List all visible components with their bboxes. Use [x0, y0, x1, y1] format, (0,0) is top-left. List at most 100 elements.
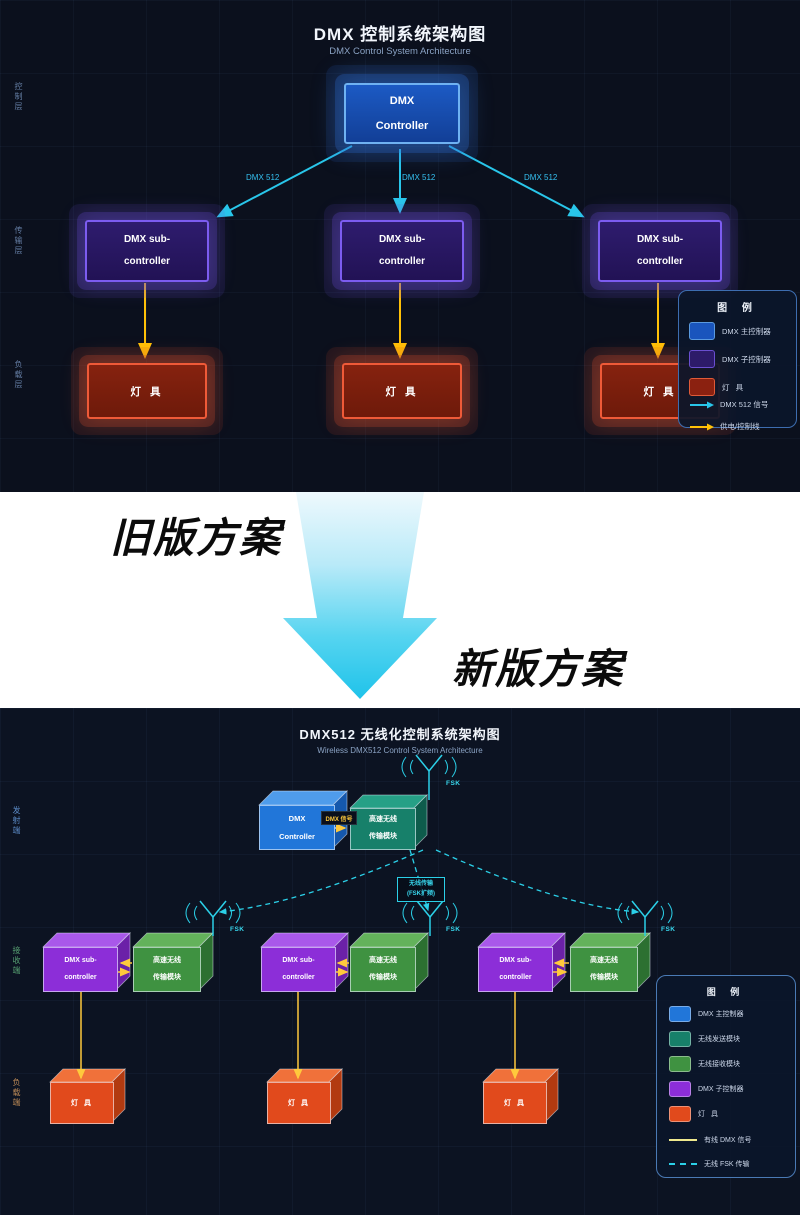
- dmx-controller-node: DMX Controller: [344, 83, 460, 144]
- legend-item: 灯 具: [689, 378, 796, 396]
- dmx512-link-right: [448, 145, 585, 218]
- dmx-controller-line2: Controller: [375, 119, 429, 132]
- module-line1: 高速无线: [590, 956, 618, 964]
- sub-line2: controller: [282, 973, 315, 981]
- swatch-dmx-master: [669, 1006, 691, 1022]
- legend-item: DMX 512 信号: [689, 399, 796, 410]
- sub-controller-3d-node-1: DMX sub- controller: [43, 947, 118, 992]
- fixture-label: 灯 具: [71, 1100, 93, 1107]
- fixture-label: 灯 具: [504, 1100, 526, 1107]
- new-version-label: 新版方案: [452, 646, 624, 692]
- cyan-dashed-icon: [669, 1163, 697, 1165]
- swatch-dmx-sub: [669, 1081, 691, 1097]
- fixture-node-2: 灯 具: [342, 363, 462, 419]
- fixture-label: 灯 具: [130, 385, 164, 398]
- big-down-arrow: [283, 492, 437, 699]
- old-diagram-title: DMX 控制系统架构图: [313, 25, 487, 44]
- legend-label: 灯 具: [698, 1111, 720, 1118]
- new-diagram-subtitle: Wireless DMX512 Control System Architect…: [317, 746, 483, 755]
- new-legend: 图 例 DMX 主控制器 无线发送模块 无线接收模块 DMX 子控制器 灯 具: [656, 975, 796, 1178]
- fsk-label-middle: FSK: [446, 926, 461, 933]
- legend-item: 供电/控制线: [689, 421, 796, 432]
- sub-line1: DMX sub-: [64, 956, 97, 964]
- antenna-icon-top: [401, 754, 457, 800]
- wireless-label-line2: (FSK扩频): [407, 890, 435, 897]
- legend-label: DMX 子控制器: [698, 1086, 744, 1093]
- module-line2: 传输模块: [369, 833, 397, 840]
- sub-controller-node-3: DMX sub- controller: [598, 220, 722, 282]
- legend-item: 无线发送模块: [669, 1031, 795, 1047]
- sub-controller-node-2: DMX sub- controller: [340, 220, 464, 282]
- swatch-wireless-tx: [669, 1031, 691, 1047]
- module-line1: 高速无线: [369, 816, 397, 824]
- sub-controller-line2: controller: [378, 256, 426, 267]
- sub-controller-line1: DMX sub-: [378, 234, 426, 245]
- legend-label: 有线 DMX 信号: [704, 1137, 752, 1144]
- dmx-signal-text: DMX 信号: [325, 816, 353, 823]
- legend-label: DMX 512 信号: [720, 400, 769, 409]
- sub-controller-3d-node-3: DMX sub- controller: [478, 947, 553, 992]
- legend-label: DMX 子控制器: [722, 354, 771, 364]
- legend-label: 供电/控制线: [720, 422, 760, 431]
- swatch-fixture: [689, 378, 715, 396]
- wireless-label-line1: 无线传输: [408, 880, 433, 887]
- wireless-tx-module-node: 高速无线 传输模块: [350, 808, 416, 850]
- legend-item: DMX 子控制器: [669, 1081, 795, 1097]
- layer-label-transmission: 传输层: [14, 226, 23, 256]
- legend-label: DMX 主控制器: [722, 326, 771, 336]
- sub-controller-node-1: DMX sub- controller: [85, 220, 209, 282]
- sub-controller-line1: DMX sub-: [123, 234, 171, 245]
- module-line2: 传输模块: [369, 973, 397, 981]
- legend-label: DMX 主控制器: [698, 1011, 744, 1018]
- old-legend: 图 例 DMX 主控制器 DMX 子控制器 灯 具 DMX 512 信号: [678, 290, 797, 431]
- wireless-rx-module-node-1: 高速无线 传输模块: [133, 947, 201, 992]
- layer-label-rx: 接收端: [12, 946, 21, 976]
- module-line2: 传输模块: [153, 973, 181, 981]
- legend-label: 灯 具: [722, 382, 746, 392]
- yellow-arrow-icon: [690, 423, 714, 430]
- legend-label: 无线发送模块: [698, 1036, 740, 1043]
- dmx512-label-left: DMX 512: [246, 173, 280, 182]
- dmx-signal-label: DMX 信号: [321, 811, 357, 825]
- new-legend-title: 图 例: [706, 987, 746, 997]
- legend-label: 无线接收模块: [698, 1061, 740, 1068]
- dmx512-label-middle: DMX 512: [402, 173, 436, 182]
- old-version-label: 旧版方案: [110, 515, 282, 561]
- dmx512-label-right: DMX 512: [524, 173, 558, 182]
- legend-item: 灯 具: [669, 1106, 795, 1122]
- legend-item: DMX 主控制器: [669, 1006, 795, 1022]
- old-connectors-layer: [138, 145, 665, 359]
- fixture-3d-node-3: 灯 具: [483, 1082, 547, 1124]
- yellow-line-icon: [669, 1139, 697, 1141]
- sub-controller-line1: DMX sub-: [636, 234, 684, 245]
- controller-line2: Controller: [279, 831, 315, 841]
- fixture-label: 灯 具: [288, 1100, 310, 1107]
- dmx-controller-line1: DMX: [389, 95, 415, 108]
- new-system-section: DMX512 无线化控制系统架构图 Wireless DMX512 Contro…: [0, 708, 800, 1215]
- swatch-dmx-sub: [689, 350, 715, 368]
- module-line1: 高速无线: [369, 956, 397, 964]
- fixture-label: 灯 具: [385, 385, 419, 398]
- transition-arrow-layer: [283, 492, 437, 699]
- sub-line2: controller: [64, 973, 97, 981]
- fixture-node-1: 灯 具: [87, 363, 207, 419]
- wireless-transmission-label: 无线传输 (FSK扩频): [397, 877, 445, 902]
- fsk-label-left: FSK: [230, 926, 245, 933]
- old-system-section: DMX 控制系统架构图 DMX Control System Architect…: [0, 0, 800, 492]
- sub-line1: DMX sub-: [282, 956, 315, 964]
- antenna-icon-middle: [402, 900, 458, 936]
- sub-line2: controller: [499, 973, 532, 981]
- sub-line1: DMX sub-: [499, 956, 532, 964]
- dmx512-link-left: [216, 145, 353, 218]
- fixture-3d-node-2: 灯 具: [267, 1082, 331, 1124]
- layer-label-tx: 发射端: [12, 806, 21, 836]
- controller-line1: DMX: [288, 814, 306, 824]
- module-line2: 传输模块: [590, 973, 618, 981]
- sub-controller-3d-node-2: DMX sub- controller: [261, 947, 336, 992]
- layer-label-control: 控制层: [14, 82, 23, 112]
- group-links: [76, 958, 569, 1080]
- new-diagram-title: DMX512 无线化控制系统架构图: [299, 727, 501, 742]
- legend-item: DMX 子控制器: [689, 350, 796, 368]
- legend-item: 无线接收模块: [669, 1056, 795, 1072]
- swatch-dmx-master: [689, 322, 715, 340]
